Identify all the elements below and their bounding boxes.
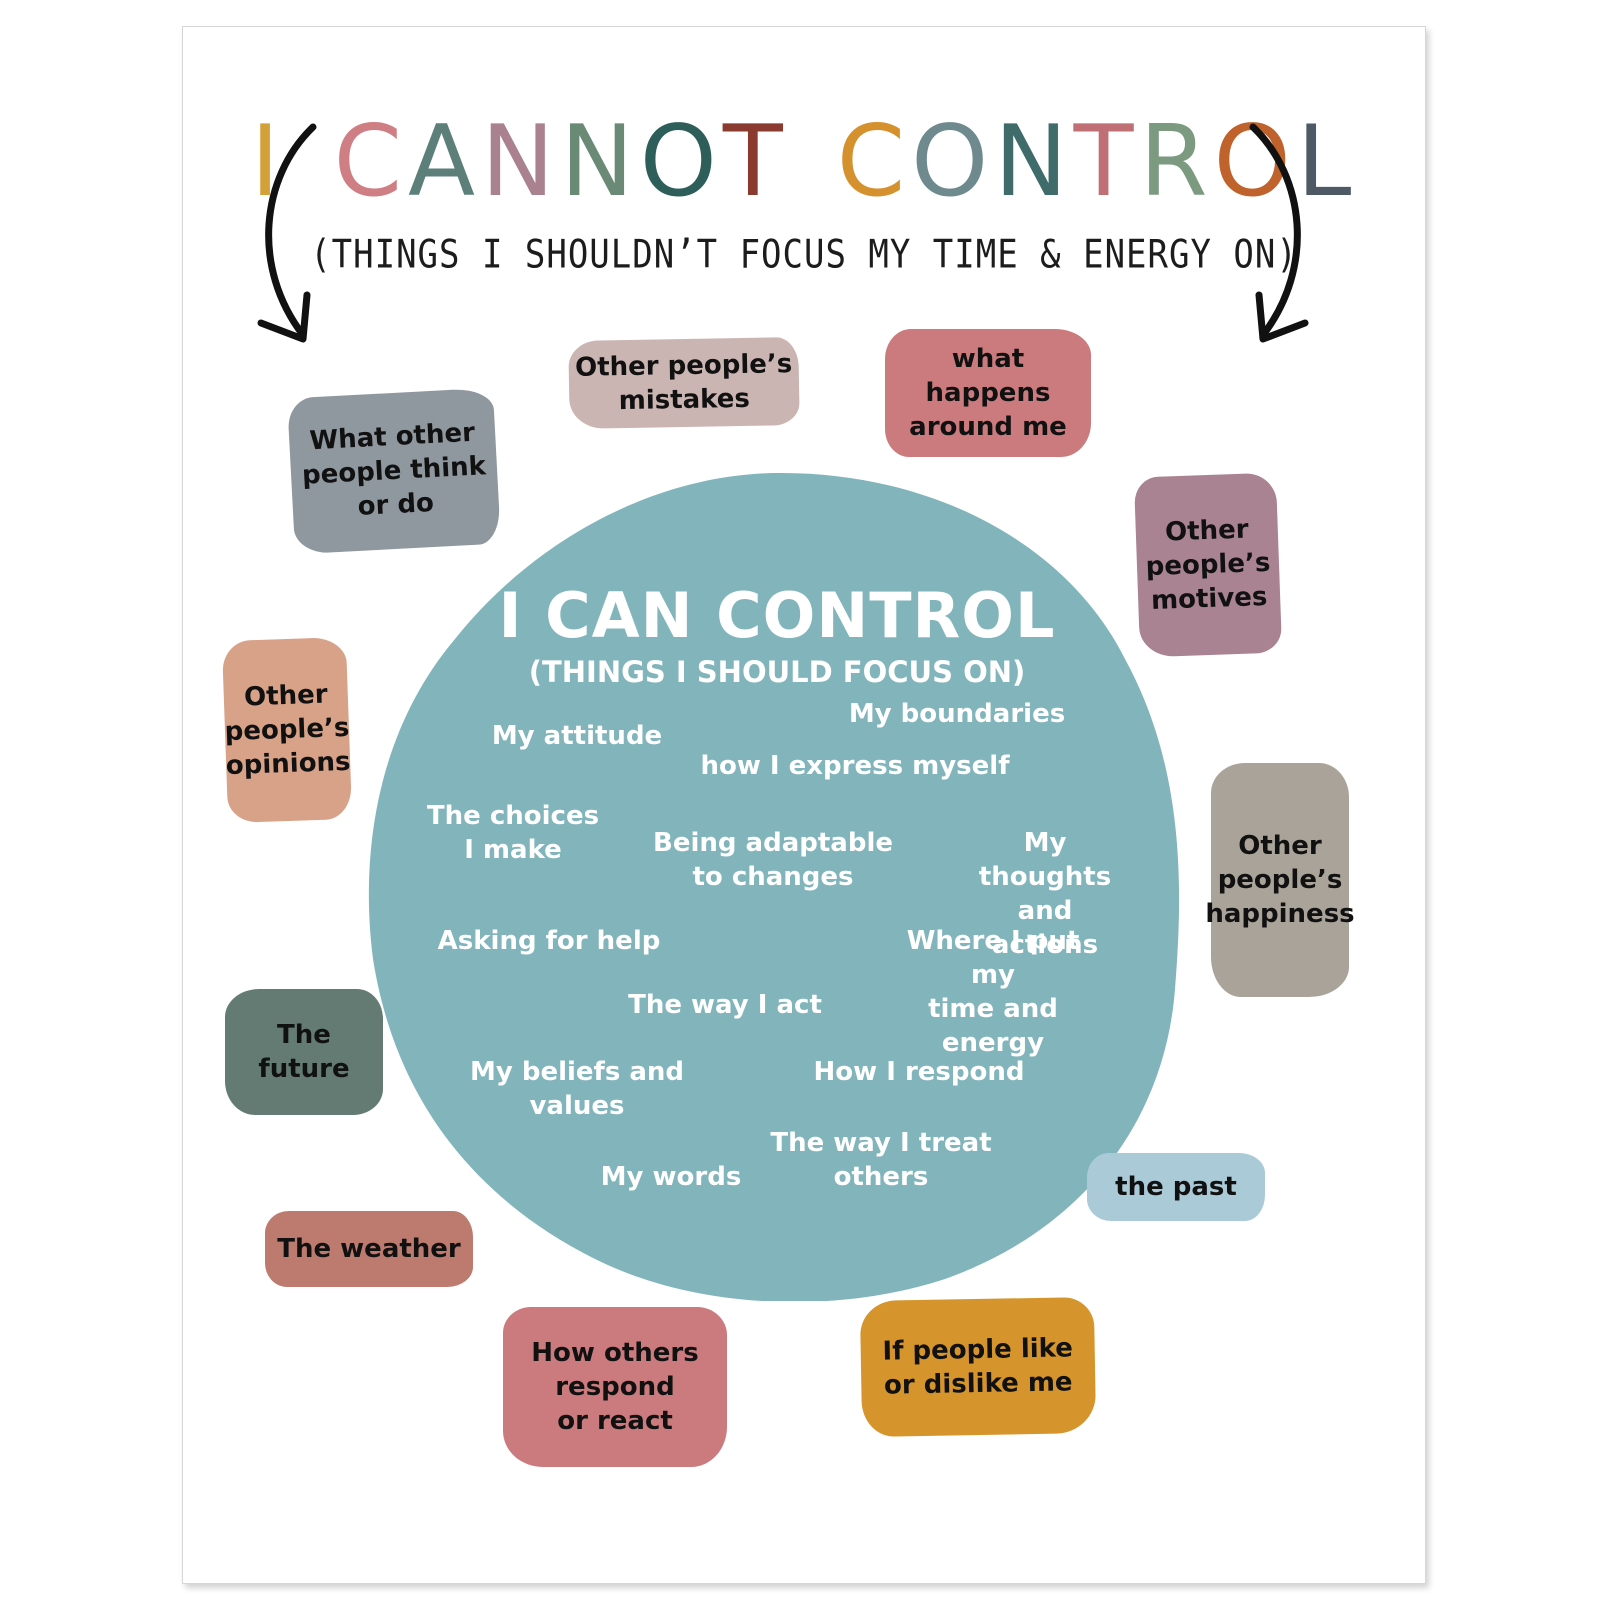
blob-what-other-people-think: What other people think or do [287, 387, 501, 555]
blob-other-peoples-motives: Other people’s motives [1133, 472, 1283, 658]
title-letter: N [481, 105, 561, 219]
title-letter: O [639, 105, 723, 219]
title-letter: O [911, 105, 995, 219]
circle-title: I CAN CONTROL [498, 579, 1056, 652]
control-item: The way I act [628, 990, 822, 1020]
blob-the-weather: The weather [265, 1211, 473, 1287]
i-can-control-circle: I CAN CONTROL (THINGS I SHOULD FOCUS ON)… [365, 469, 1189, 1301]
title-letter: N [560, 105, 640, 219]
blob-the-future: The future [225, 989, 383, 1115]
control-item: Where I put my time and energy [906, 926, 1080, 1058]
title-letter: R [1139, 105, 1214, 219]
title-letter: L [1296, 105, 1358, 219]
circle-shape [368, 472, 1180, 1301]
control-item: Asking for help [437, 926, 661, 956]
blob-other-peoples-happiness: Other people’s happiness [1205, 763, 1355, 997]
control-item: Being adaptable to changes [653, 828, 893, 892]
control-item: The choices I make [426, 801, 600, 865]
control-item: How I respond [813, 1057, 1025, 1087]
circle-subtitle: (THINGS I SHOULD FOCUS ON) [528, 655, 1026, 689]
blob-the-past: the past [1087, 1153, 1265, 1221]
poster-subtitle: (THINGS I SHOULDN’T FOCUS MY TIME & ENER… [310, 232, 1298, 278]
blob-how-others-respond: How others respond or react [503, 1307, 727, 1467]
control-item: My thoughts and actions [978, 828, 1112, 960]
control-item: My boundaries [848, 699, 1066, 729]
title-letter: T [1073, 105, 1140, 219]
left-curved-arrow-icon [257, 123, 317, 343]
title-letter: A [408, 105, 482, 219]
poster-title: I CANNOT CONTROL [183, 113, 1425, 211]
control-item: My beliefs and values [469, 1057, 685, 1121]
poster: I CANNOT CONTROL (THINGS I SHOULDN’T FOC… [182, 26, 1426, 1584]
blob-other-peoples-opinions: Other people’s opinions [221, 636, 353, 824]
blob-if-people-like-me: If people like or dislike me [859, 1296, 1097, 1438]
control-item: how I express myself [700, 751, 1010, 781]
blob-other-peoples-mistakes: Other people’s mistakes [568, 336, 800, 430]
control-item: My words [600, 1162, 742, 1192]
control-item: The way I treat others [770, 1128, 992, 1192]
control-item: My attitude [491, 721, 663, 751]
title-letter: N [994, 105, 1074, 219]
right-curved-arrow-icon [1249, 123, 1309, 343]
title-letter: C [333, 105, 409, 219]
title-letter: C [836, 105, 912, 219]
blob-what-happens-around-me: what happens around me [885, 329, 1091, 457]
title-letter: T [722, 105, 789, 219]
